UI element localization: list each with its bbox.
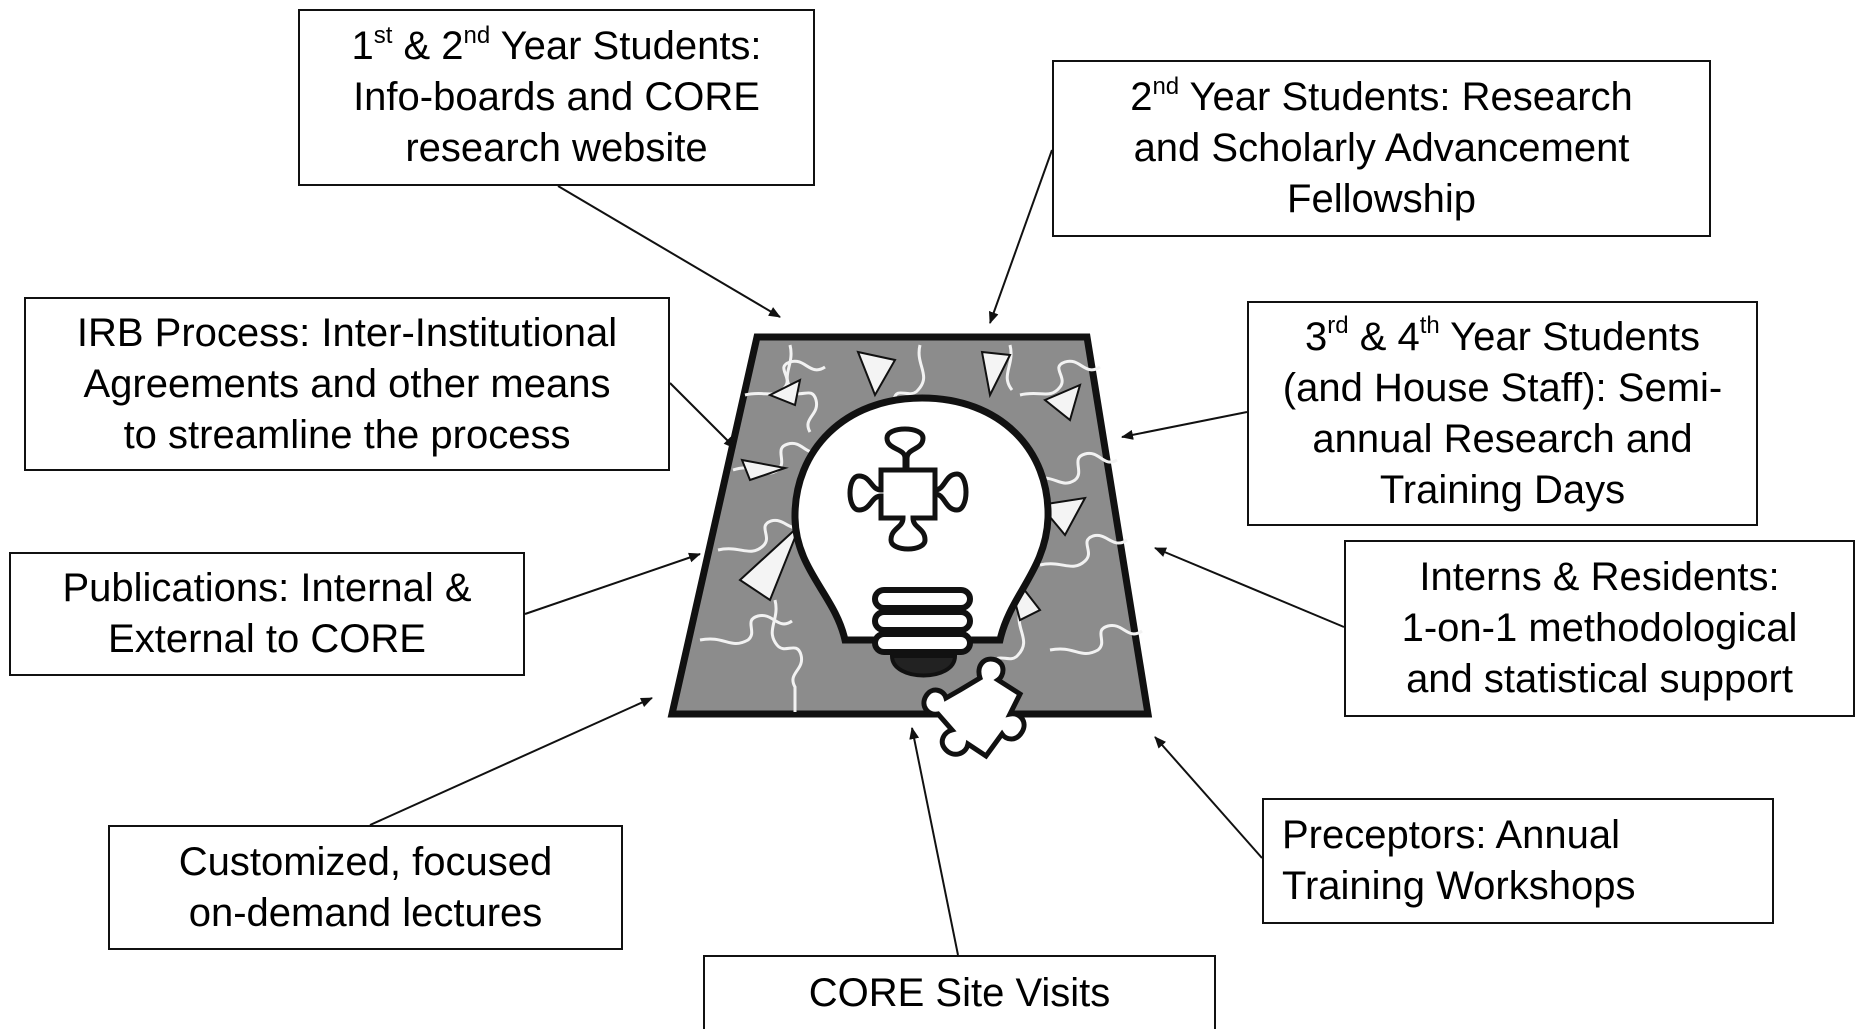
box-year34-line1: 3rd & 4th Year Students [1305, 312, 1700, 359]
lightbulb-puzzle-icon [667, 333, 1153, 718]
box-publications-line2: External to CORE [108, 617, 426, 661]
connector-year34 [1121, 411, 1248, 440]
box-year34-line3: annual Research and [1312, 416, 1693, 461]
box-site-visits: CORE Site Visits [703, 955, 1216, 1029]
connector-year12 [557, 185, 781, 318]
box-preceptors: Preceptors: Annual Training Workshops [1262, 798, 1774, 924]
box-year2-line3: Fellowship [1287, 177, 1476, 221]
connector-year2 [989, 149, 1053, 324]
box-lectures: Customized, focused on-demand lectures [108, 825, 623, 950]
box-preceptors-line1: Preceptors: Annual [1282, 813, 1620, 857]
connector-interns [1154, 547, 1345, 628]
box-year12-students: 1st & 2nd Year Students: Info-boards and… [298, 9, 815, 186]
box-year12-line3: research website [405, 126, 708, 170]
box-year34-line4: Training Days [1379, 467, 1626, 512]
box-interns-residents: Interns & Residents: 1-on-1 methodologic… [1344, 540, 1855, 717]
box-year34-line2: (and House Staff): Semi- [1282, 365, 1723, 410]
box-year34-students: 3rd & 4th Year Students (and House Staff… [1247, 301, 1758, 526]
connector-irb [669, 382, 736, 449]
box-year12-line2: Info-boards and CORE [353, 75, 760, 119]
connector-lectures [369, 697, 653, 826]
box-publications: Publications: Internal & External to COR… [9, 552, 525, 676]
box-interns-line3: and statistical support [1406, 657, 1793, 701]
box-interns-line1: Interns & Residents: [1419, 555, 1780, 599]
box-year2-students: 2nd Year Students: Research and Scholarl… [1052, 60, 1711, 237]
box-irb-process: IRB Process: Inter-Institutional Agreeme… [24, 297, 670, 471]
box-publications-line1: Publications: Internal & [62, 566, 472, 610]
box-interns-line2: 1-on-1 methodological [1401, 606, 1798, 650]
puzzle-piece-icon [921, 656, 1027, 760]
connector-publications [524, 552, 701, 615]
connector-sitevisits [909, 727, 959, 956]
box-year2-line1: 2nd Year Students: Research [1130, 72, 1633, 119]
box-lectures-line2: on-demand lectures [188, 890, 543, 935]
box-year12-line1: 1st & 2nd Year Students: [351, 21, 762, 68]
box-irb-line3: to streamline the process [123, 412, 571, 457]
box-sitevisits-line1: CORE Site Visits [808, 970, 1111, 1015]
box-lectures-line1: Customized, focused [178, 839, 553, 884]
connector-preceptors [1154, 736, 1263, 859]
box-irb-line1: IRB Process: Inter-Institutional [76, 310, 618, 355]
box-preceptors-line2: Training Workshops [1282, 864, 1636, 908]
box-irb-line2: Agreements and other means [83, 361, 611, 406]
box-year2-line2: and Scholarly Advancement [1133, 126, 1630, 170]
